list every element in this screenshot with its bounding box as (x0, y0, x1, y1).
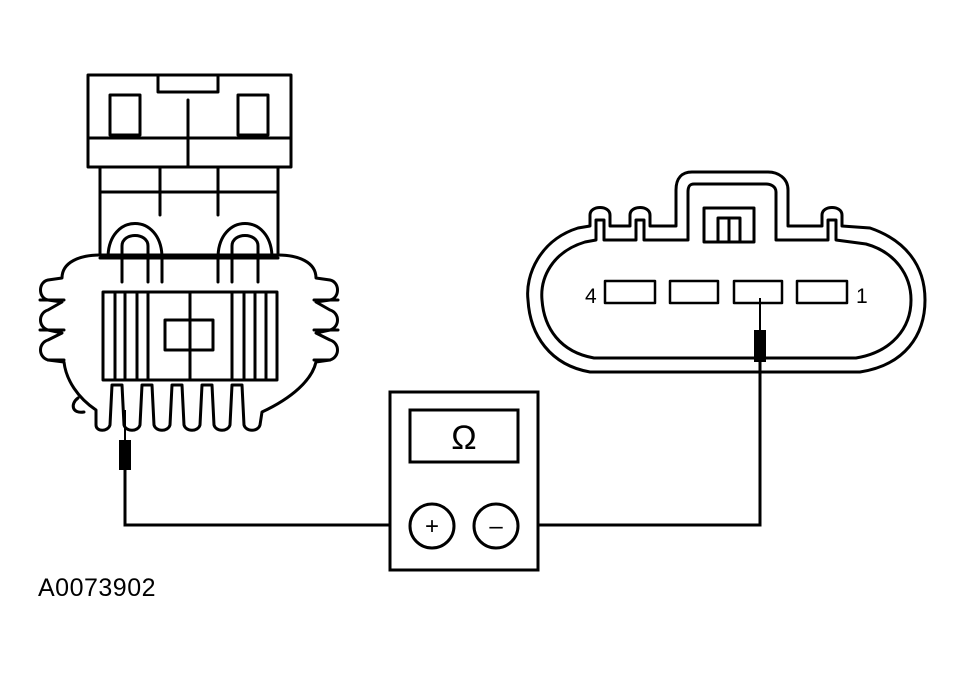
ohmmeter (388, 390, 540, 572)
positive-terminal-label: + (425, 513, 439, 540)
negative-terminal (472, 502, 520, 550)
positive-terminal (408, 502, 456, 550)
negative-probe (754, 298, 766, 362)
figure-id: A0073902 (38, 574, 157, 602)
pin-label-4: 4 (585, 285, 597, 308)
meter-display (408, 408, 520, 464)
negative-terminal-label: – (489, 513, 503, 540)
pin-label-1: 1 (856, 285, 868, 308)
test-leads (123, 362, 762, 527)
positive-probe (119, 410, 131, 470)
harness-connector (526, 170, 927, 374)
blower-resistor-component (38, 73, 340, 432)
ohm-symbol: Ω (451, 419, 476, 457)
